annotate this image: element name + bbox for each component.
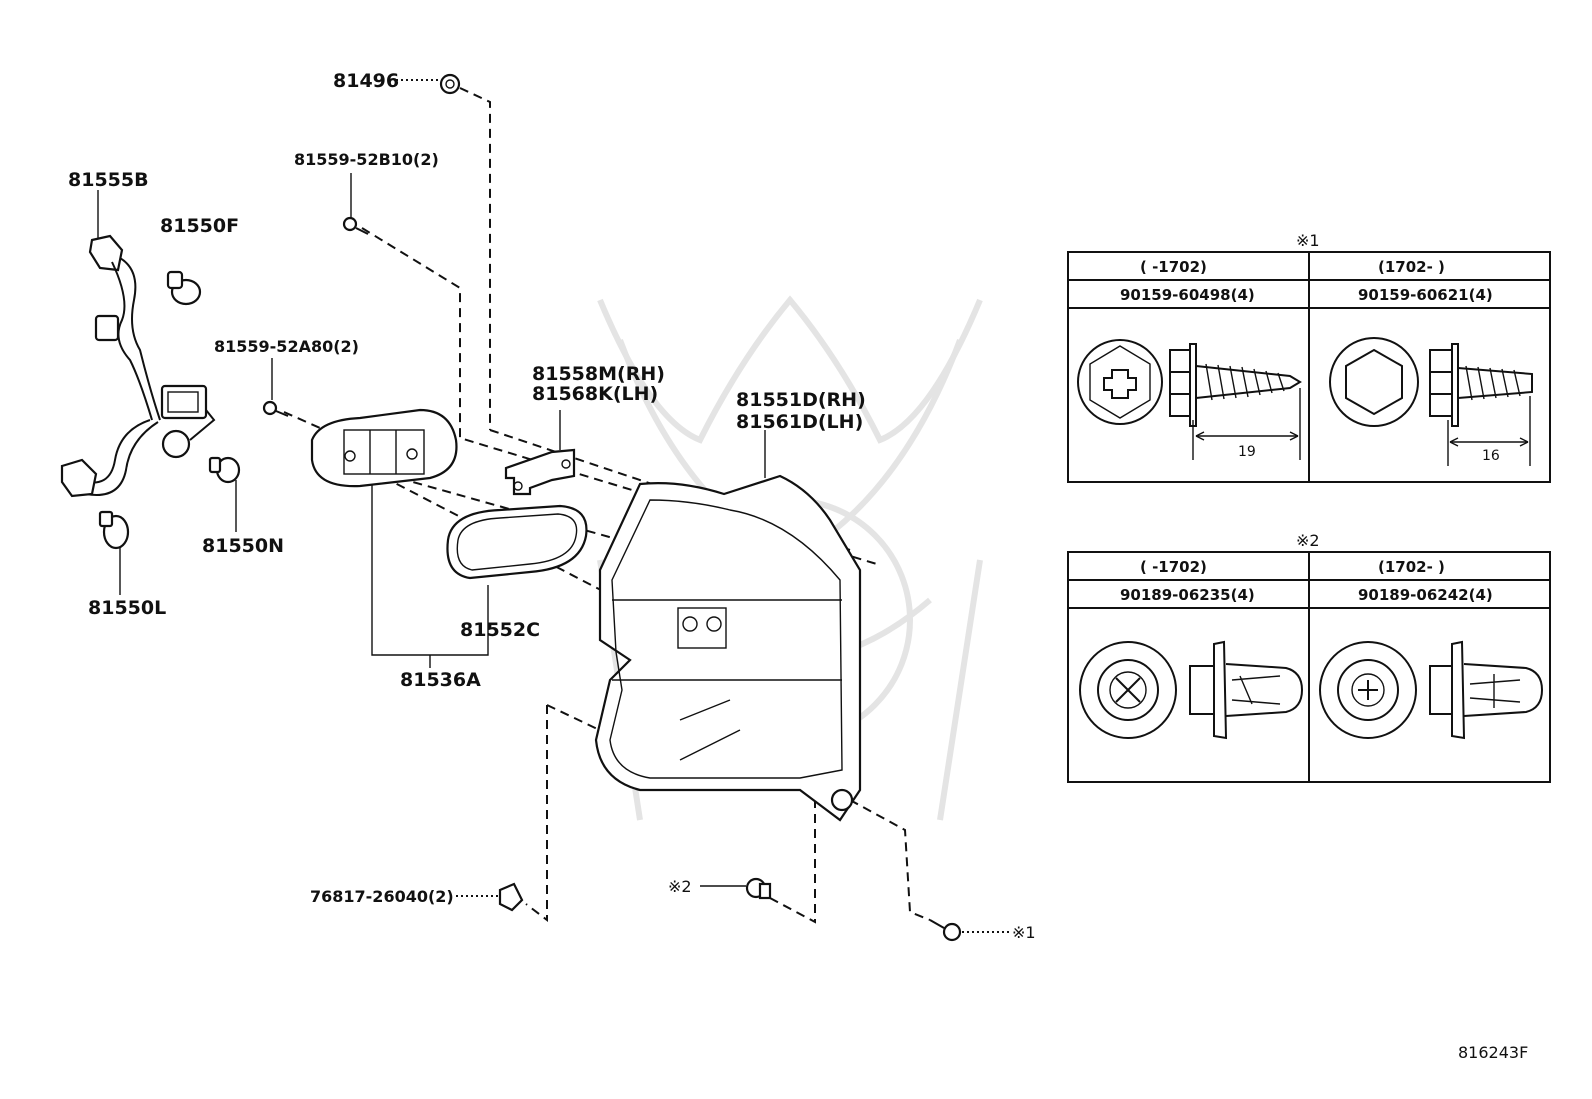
- label-81555b[interactable]: 81555B: [68, 169, 149, 191]
- label-81496[interactable]: 81496: [333, 70, 399, 92]
- label-81561d[interactable]: 81561D(LH): [736, 411, 863, 433]
- gasket-81552c[interactable]: [446, 504, 588, 580]
- screw-81559-52b10[interactable]: [342, 216, 369, 235]
- part-labels: 81496 81559-52B10(2) 81555B 81550F 81559…: [68, 70, 1036, 942]
- socket-wire-81555b[interactable]: [60, 234, 216, 498]
- table1-col2-part[interactable]: 90159-60621(4): [1358, 286, 1493, 304]
- label-81552c[interactable]: 81552C: [460, 619, 540, 641]
- bracket-81558m-81568k[interactable]: [504, 448, 576, 496]
- table1-mark: ※1: [1296, 231, 1320, 250]
- fastener-table-ref1: ※1 ( -1702) (1702- ) 90159-60498(4) 9015…: [1067, 231, 1551, 483]
- hex-screw-icon: 16: [1329, 337, 1533, 466]
- push-clip-type2-icon: [1319, 640, 1544, 740]
- label-81536a[interactable]: 81536A: [400, 669, 481, 691]
- bulb-81550n[interactable]: [208, 456, 241, 484]
- label-81550n[interactable]: 81550N: [202, 535, 284, 557]
- tail-lamp-lens-81551d-81561d[interactable]: [594, 474, 862, 822]
- label-81559-52b10[interactable]: 81559-52B10(2): [294, 150, 439, 169]
- diagram-code: 816243F: [1458, 1043, 1528, 1062]
- table2-col2-part[interactable]: 90189-06242(4): [1358, 586, 1493, 604]
- table1-col1-part[interactable]: 90159-60498(4): [1120, 286, 1255, 304]
- label-ref1: ※1: [1012, 923, 1036, 942]
- table1-col1-dim: 19: [1238, 444, 1256, 460]
- table2-col2-period: (1702- ): [1378, 558, 1445, 576]
- screw-ref1[interactable]: [929, 919, 962, 942]
- label-ref2: ※2: [668, 877, 692, 896]
- bulb-81550l[interactable]: [98, 510, 130, 550]
- label-81550l[interactable]: 81550L: [88, 597, 166, 619]
- clip-76817-26040[interactable]: [498, 882, 524, 912]
- table1-col2-dim: 16: [1482, 448, 1500, 464]
- table2-col1-part[interactable]: 90189-06235(4): [1120, 586, 1255, 604]
- label-81551d[interactable]: 81551D(RH): [736, 389, 866, 411]
- table1-col1-period: ( -1702): [1140, 258, 1207, 276]
- fastener-table-ref2: ※2 ( -1702) (1702- ) 90189-06235(4) 9018…: [1067, 531, 1551, 783]
- table2-mark: ※2: [1296, 531, 1320, 550]
- label-81559-52a80[interactable]: 81559-52A80(2): [214, 337, 359, 356]
- clip-ref2[interactable]: [745, 877, 772, 900]
- screw-81559-52a80[interactable]: [262, 400, 289, 417]
- tapping-screw-phillips-icon: 19: [1077, 339, 1302, 460]
- label-76817-26040[interactable]: 76817-26040(2): [310, 887, 454, 906]
- lamp-unit-81536a[interactable]: [310, 408, 458, 488]
- table2-col1-period: ( -1702): [1140, 558, 1207, 576]
- label-81550f[interactable]: 81550F: [160, 215, 239, 237]
- bulb-81550f[interactable]: [166, 270, 202, 306]
- push-clip-type1-icon: [1079, 640, 1304, 740]
- label-81558m[interactable]: 81558M(RH): [532, 363, 665, 385]
- label-81568k[interactable]: 81568K(LH): [532, 383, 658, 405]
- table1-col2-period: (1702- ): [1378, 258, 1445, 276]
- clip-81496[interactable]: [439, 73, 461, 95]
